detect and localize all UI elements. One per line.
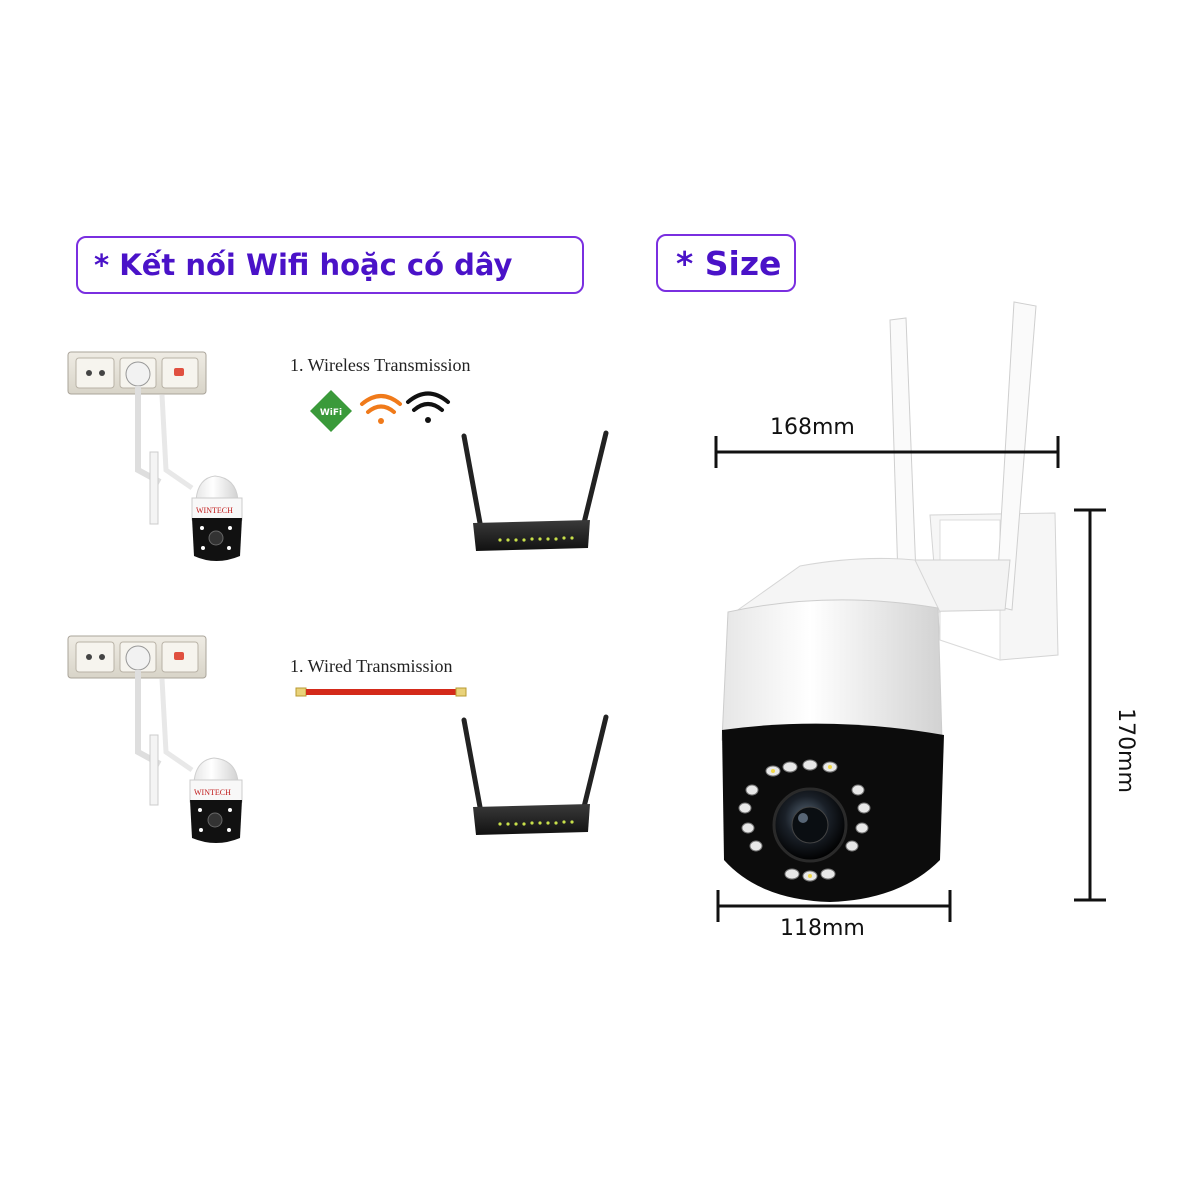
ethernet-cable-icon [295,687,467,697]
wifi-signal-orange-icon [360,394,402,424]
bottom-dimension-label: 118mm [780,916,865,941]
large-camera [721,301,1059,902]
wired-transmission-label: 1. Wired Transmission [290,656,453,676]
brand-logo-2: WINTECH [194,788,231,797]
wifi-logo-text: WiFi [320,408,342,418]
small-camera-1: WINTECH [149,451,243,561]
size-heading-text: * Size [676,243,782,283]
wifi-or-wired-heading: * Kết nối Wifi hoặc có dây [76,236,584,294]
wifi-signal-black-icon [406,391,450,423]
wall-outlet-1 [67,351,207,395]
width-dimension-line [714,436,1060,468]
width-dimension-label: 168mm [770,415,855,440]
height-dimension-line [1074,508,1106,902]
size-heading: * Size [656,234,796,292]
router-2 [461,714,609,835]
router-1 [461,430,609,551]
brand-logo-1: WINTECH [196,506,233,515]
wireless-transmission-label: 1. Wireless Transmission [290,355,471,375]
small-camera-2: WINTECH [149,734,243,843]
wall-outlet-2 [67,635,207,679]
wifi-or-wired-heading-text: * Kết nối Wifi hoặc có dây [94,248,513,282]
bottom-dimension-line [716,890,952,922]
height-dimension-label: 170mm [1112,708,1138,793]
wifi-logo-icon: WiFi [310,390,352,432]
